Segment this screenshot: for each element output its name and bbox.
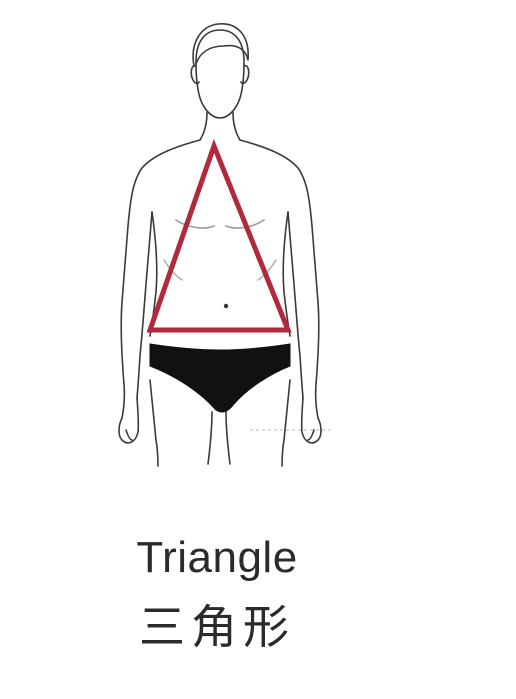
head-outline [195, 29, 245, 119]
right-arm-inner [287, 211, 304, 399]
left-leg-inner [207, 411, 213, 465]
left-arm-outer [120, 139, 201, 419]
left-leg-outer [149, 379, 159, 467]
left-hand [118, 397, 140, 444]
navel [223, 303, 229, 309]
right-leg-inner [225, 411, 231, 465]
male-body-triangle-shape-icon [118, 23, 330, 467]
neck-right [232, 111, 241, 141]
body-shape-illustration [118, 23, 330, 467]
right-leg-outer [281, 379, 291, 467]
briefs [149, 343, 291, 413]
ear-right [240, 64, 250, 85]
rib-left [163, 259, 183, 281]
shape-label-english: Triangle [136, 533, 298, 582]
triangle-shape-outline [146, 138, 292, 333]
neck-left [199, 111, 208, 141]
left-arm-inner [136, 211, 153, 399]
ear-left [190, 64, 200, 85]
right-arm-outer [239, 139, 320, 419]
shape-label-chinese: 三角形 [139, 600, 295, 654]
chest-left [175, 219, 215, 229]
left-fingers [125, 429, 133, 441]
right-hand [300, 397, 322, 444]
hair-outline [192, 23, 249, 67]
right-fingers [307, 429, 315, 441]
